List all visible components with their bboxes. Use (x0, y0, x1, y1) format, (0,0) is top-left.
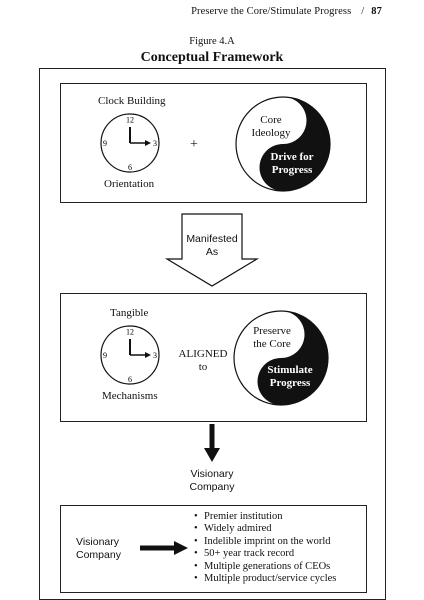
running-head: Preserve the Core/Stimulate Progress / 87 (191, 6, 382, 17)
outcome-item: Multiple product/service cycles (204, 573, 336, 585)
visionary-company-label: Visionary Company (76, 536, 121, 561)
figure-label: Figure 4.A (189, 36, 235, 47)
clock-number-6: 6 (128, 375, 132, 384)
plus-sign: + (190, 137, 198, 152)
yin-yang-icon (233, 310, 329, 406)
outcomes-panel (60, 505, 367, 593)
right-arrow-icon (140, 541, 188, 555)
stimulate-progress-label: Stimulate Progress (267, 364, 313, 389)
outcome-item: Multiple generations of CEOs (204, 561, 336, 573)
core-ideology-label: Core Ideology (251, 114, 291, 139)
figure-title: Conceptual Framework (140, 50, 284, 65)
outcome-item: Indelible imprint on the world (204, 536, 336, 548)
preserve-the-core-label: Preserve the Core (253, 325, 291, 350)
clock-building-panel (60, 83, 367, 203)
running-head-separator: / (361, 6, 365, 17)
yin-yang-icon (235, 96, 331, 192)
visionary-company-result: Visionary Company (189, 468, 235, 493)
running-title: Preserve the Core/Stimulate Progress (191, 6, 352, 17)
manifested-as-text: Manifested As (186, 233, 238, 258)
mechanisms-panel (60, 293, 367, 422)
clock-icon: 12 3 6 9 (100, 113, 160, 173)
outcome-item: Widely admired (204, 523, 336, 535)
page-number: 87 (371, 6, 382, 17)
aligned-to-text: ALIGNED to (178, 348, 228, 373)
outcome-item: 50+ year track record (204, 548, 336, 560)
drive-for-progress-label: Drive for Progress (270, 151, 314, 176)
clock-number-3: 3 (153, 351, 157, 360)
outcome-item: Premier institution (204, 511, 336, 523)
down-arrow-icon (204, 424, 220, 462)
manifested-as-arrow-icon (164, 213, 260, 287)
clock-number-9: 9 (103, 351, 107, 360)
mechanisms-label: Mechanisms (102, 390, 158, 402)
clock-icon: 12 3 6 9 (100, 325, 160, 385)
clock-number-12: 12 (126, 328, 134, 337)
outcomes-list: Premier institution Widely admired Indel… (190, 511, 336, 585)
orientation-label: Orientation (104, 178, 155, 190)
tangible-label: Tangible (110, 307, 149, 319)
clock-number-12: 12 (126, 116, 134, 125)
clock-number-6: 6 (128, 163, 132, 172)
clock-number-9: 9 (103, 139, 107, 148)
clock-number-3: 3 (153, 139, 157, 148)
clock-hand-arrowhead (145, 140, 151, 146)
clock-building-label: Clock Building (98, 95, 166, 107)
clock-hand-arrowhead (145, 352, 151, 358)
